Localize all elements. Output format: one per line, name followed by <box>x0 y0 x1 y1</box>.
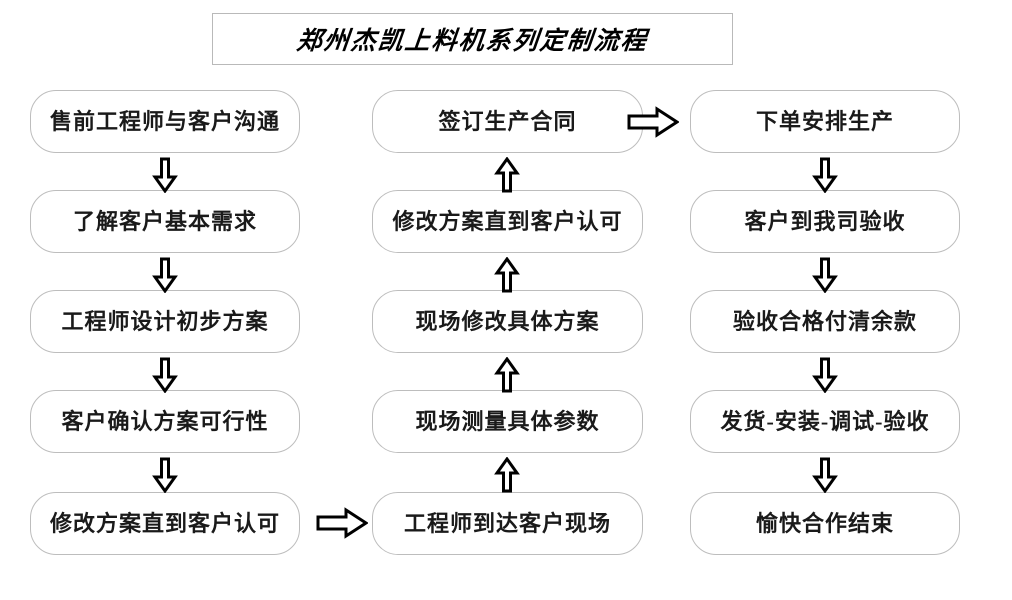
node-cooperation-complete[interactable]: 愉快合作结束 <box>690 492 960 555</box>
arrow-down-icon <box>152 257 178 293</box>
node-label: 下单安排生产 <box>755 108 894 134</box>
node-understand-requirements[interactable]: 了解客户基本需求 <box>30 190 300 253</box>
arrow-up-icon <box>494 157 520 193</box>
node-label: 验收合格付清余款 <box>732 308 917 334</box>
node-revise-until-approved-left[interactable]: 修改方案直到客户认可 <box>30 492 300 555</box>
node-onsite-measure-parameters[interactable]: 现场测量具体参数 <box>372 390 643 453</box>
node-label: 客户到我司验收 <box>744 208 906 234</box>
node-label: 修改方案直到客户认可 <box>392 208 623 234</box>
node-pay-balance-after-acceptance[interactable]: 验收合格付清余款 <box>690 290 960 353</box>
node-engineer-initial-design[interactable]: 工程师设计初步方案 <box>30 290 300 353</box>
node-pre-sales-communication[interactable]: 售前工程师与客户沟通 <box>30 90 300 153</box>
arrow-down-icon <box>152 357 178 393</box>
node-customer-confirm-feasibility[interactable]: 客户确认方案可行性 <box>30 390 300 453</box>
node-label: 发货-安装-调试-验收 <box>720 408 930 434</box>
node-sign-production-contract[interactable]: 签订生产合同 <box>372 90 643 153</box>
node-place-order-arrange-production[interactable]: 下单安排生产 <box>690 90 960 153</box>
arrow-right-icon <box>627 106 679 138</box>
arrow-down-icon <box>152 157 178 193</box>
arrow-down-icon <box>152 457 178 493</box>
node-label: 现场测量具体参数 <box>415 408 600 434</box>
node-label: 签订生产合同 <box>438 108 577 134</box>
node-label: 工程师到达客户现场 <box>403 510 611 536</box>
node-label: 工程师设计初步方案 <box>61 308 269 334</box>
node-onsite-revise-plan[interactable]: 现场修改具体方案 <box>372 290 643 353</box>
arrow-up-icon <box>494 357 520 393</box>
arrow-down-icon <box>812 157 838 193</box>
node-revise-until-approved-mid[interactable]: 修改方案直到客户认可 <box>372 190 643 253</box>
arrow-up-icon <box>494 257 520 293</box>
node-ship-install-debug-accept[interactable]: 发货-安装-调试-验收 <box>690 390 960 453</box>
arrow-up-icon <box>494 457 520 493</box>
node-label: 售前工程师与客户沟通 <box>49 108 280 134</box>
arrow-down-icon <box>812 257 838 293</box>
node-label: 了解客户基本需求 <box>72 208 257 234</box>
node-label: 现场修改具体方案 <box>415 308 600 334</box>
chart-title-box: 郑州杰凯上料机系列定制流程 <box>212 13 733 65</box>
node-customer-inspection-at-factory[interactable]: 客户到我司验收 <box>690 190 960 253</box>
arrow-right-icon <box>316 507 368 539</box>
node-label: 客户确认方案可行性 <box>61 408 269 434</box>
arrow-down-icon <box>812 357 838 393</box>
node-engineer-arrives-onsite[interactable]: 工程师到达客户现场 <box>372 492 643 555</box>
node-label: 修改方案直到客户认可 <box>49 510 280 536</box>
arrow-down-icon <box>812 457 838 493</box>
chart-title: 郑州杰凯上料机系列定制流程 <box>295 28 650 55</box>
node-label: 愉快合作结束 <box>755 510 894 536</box>
